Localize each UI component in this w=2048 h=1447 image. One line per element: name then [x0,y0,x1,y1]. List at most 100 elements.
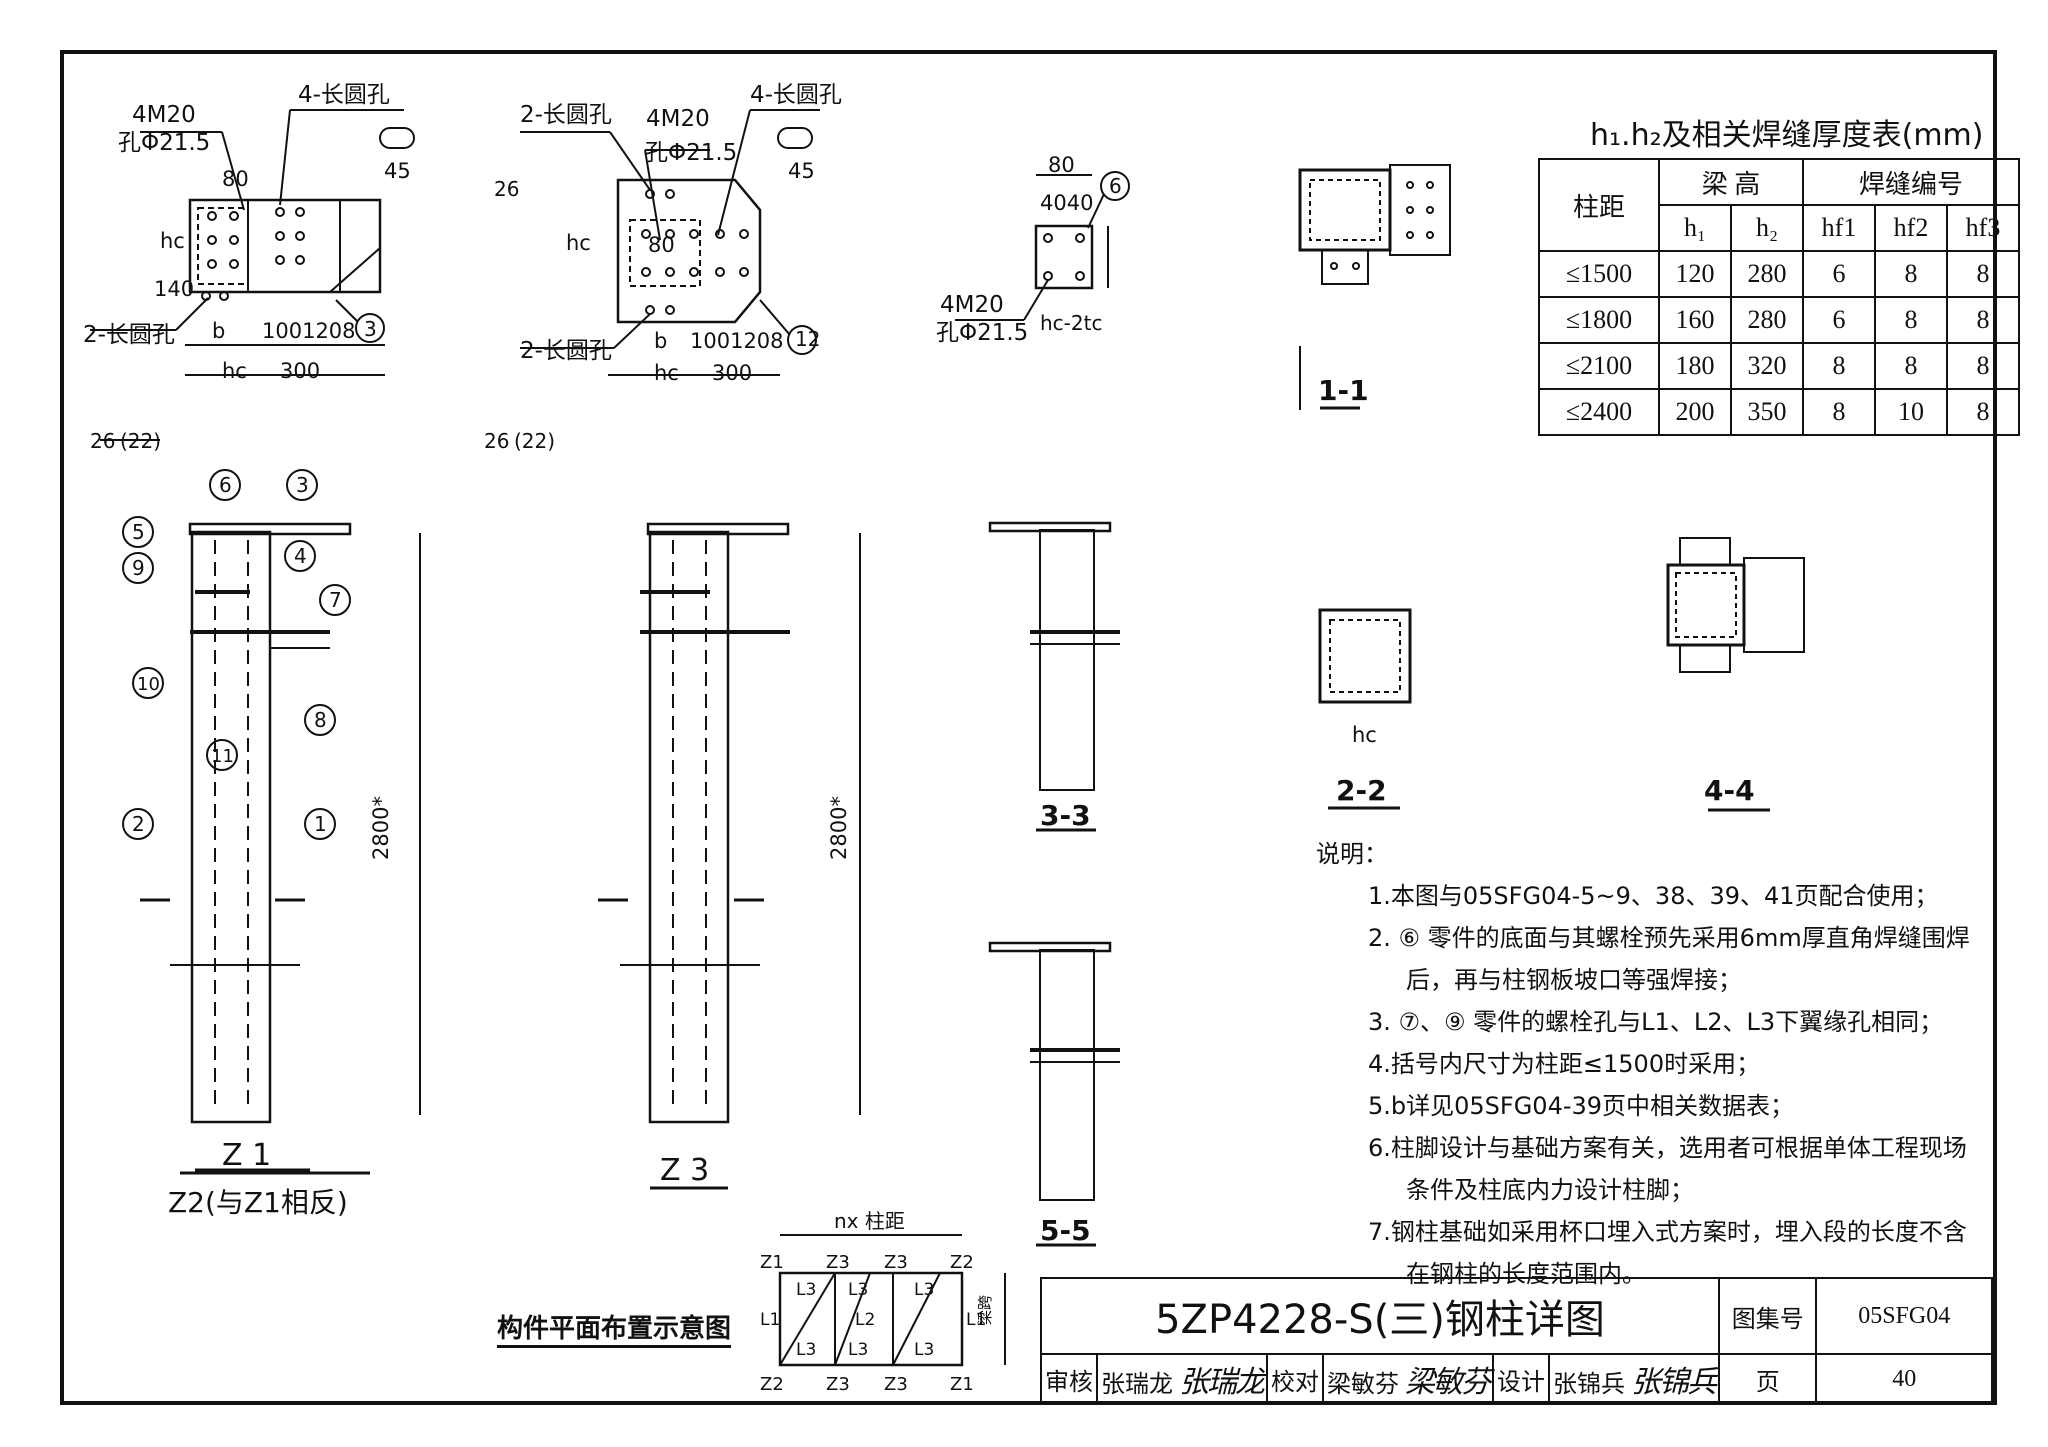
view-title-z3: Z 3 [660,1153,709,1188]
section-title-1-1: 1-1 [1318,374,1369,407]
table-row: ≤2100 180 320 8 8 8 [1538,342,2020,390]
cell-hf3: 8 [1946,342,2020,390]
dim-100-120-80-b: 1001208 [690,329,784,353]
plan-beam-l3-2: L3 [848,1280,868,1300]
reviewer-name: 张瑞龙 张瑞龙 [1096,1353,1268,1405]
plan-beam-l1-2: L1 [966,1310,986,1330]
plan-beam-l3-5: L3 [848,1340,868,1360]
section-1-1 [1298,164,1451,410]
dim-hc-22: hc [1352,723,1377,747]
plan-span-label: nx 柱距 [834,1209,905,1233]
cell-hf2: 8 [1874,342,1948,390]
weld-table-title: h₁.h₂及相关焊缝厚度表(mm) [1590,118,1984,153]
cell-span: ≤1500 [1538,250,1660,298]
dim-45-a: 45 [384,159,411,183]
atlas-number: 05SFG04 [1815,1277,1993,1355]
marker-3-a: 3 [364,317,377,341]
label-4m20-a: 4M20 [132,102,196,128]
note-line: 4.括号内尺寸为柱距≤1500时采用； [1368,1050,1761,1078]
plan-beam-l1-1: L1 [760,1310,780,1330]
checker-name-text: 梁敏芬 [1327,1372,1399,1398]
cell-h2: 280 [1730,296,1804,344]
section-2-2 [1318,608,1412,810]
cell-hf3: 8 [1946,388,2020,436]
plan-layout-label: 构件平面布置示意图 [497,1308,732,1348]
marker-z1-8: 8 [314,708,327,732]
label-slot2-a: 2-长圆孔 [83,322,175,348]
plan-depth-label: 梁跨 [976,1295,994,1325]
cell-hf2: 10 [1874,388,1948,436]
note-line: 5.b详见05SFG04-39页中相关数据表； [1368,1092,1795,1120]
plate-detail-b [520,109,820,376]
plan-beam-l3-3: L3 [914,1280,934,1300]
drawing-title: 5ZP4228-S(三)钢柱详图 [1040,1277,1720,1355]
table-row: ≤1500 120 280 6 8 8 [1538,250,2020,298]
column-z3 [598,522,861,1190]
weld-table: 柱距 梁 高 焊缝编号 h₁ h₂ hf1 hf2 hf3 ≤1500 120 … [1538,158,2020,436]
weld-table-header-weld: 焊缝编号 [1802,158,2020,206]
marker-z1-5: 5 [132,520,145,544]
plan-node-bottom-1: Z2 [760,1374,784,1395]
plan-beam-l2: L2 [855,1310,875,1330]
cell-hf1: 8 [1802,388,1876,436]
dim-45-b: 45 [788,159,815,183]
table-row: ≤2400 200 350 8 10 8 [1538,388,2020,436]
checker-name: 梁敏芬 梁敏芬 [1322,1353,1494,1405]
weld-table-sub-h2: h₂ [1730,204,1804,252]
dim-4040-6: 4040 [1040,191,1093,215]
dim-26-b: 26 [494,177,519,201]
checker-signature: 梁敏芬 [1405,1365,1491,1400]
view-title-z1: Z 1 [222,1138,271,1173]
section-title-2-2: 2-2 [1336,774,1387,807]
review-label: 审核 [1040,1353,1098,1405]
dim-300-a: 300 [280,359,320,383]
title-block: 5ZP4228-S(三)钢柱详图 图集号 05SFG04 审核 张瑞龙 张瑞龙 … [1040,1277,1993,1405]
dim-80-6: 80 [1048,153,1075,177]
cell-hf2: 8 [1874,250,1948,298]
plan-node-bottom-2: Z3 [826,1374,850,1395]
cell-hf2: 8 [1874,296,1948,344]
weld-table-sub-hf3: hf3 [1946,204,2020,252]
dim-2800-z3: 2800* [827,796,851,860]
plan-node-top-3: Z3 [884,1252,908,1273]
marker-z1-7: 7 [329,588,342,612]
marker-z1-9: 9 [132,556,145,580]
weld-table-sub-hf2: hf2 [1874,204,1948,252]
label-hole-6: 孔Φ21.5 [936,320,1028,346]
dim-26-b2: 26 [484,429,509,453]
cell-h1: 120 [1658,250,1732,298]
marker-z1-2: 2 [132,812,145,836]
designer-name: 张锦兵 张锦兵 [1548,1353,1720,1405]
cell-hf1: 6 [1802,250,1876,298]
marker-z1-10: 10 [137,674,160,695]
design-label: 设计 [1492,1353,1550,1405]
reviewer-signature: 张瑞龙 [1179,1365,1265,1400]
note-line: 3. ⑦、⑨ 零件的螺栓孔与L1、L2、L3下翼缘孔相同； [1368,1008,1944,1036]
weld-table-header-beam: 梁 高 [1658,158,1804,206]
marker-z1-11: 11 [211,746,234,767]
table-row: ≤1800 160 280 6 8 8 [1538,296,2020,344]
circle-markers [122,469,351,840]
dim-22-b: (22) [514,429,555,453]
section-4-4 [1666,537,1805,812]
plan-node-top-2: Z3 [826,1252,850,1273]
section-title-5-5: 5-5 [1040,1214,1091,1247]
plan-node-bottom-3: Z3 [884,1374,908,1395]
label-4m20-6: 4M20 [940,292,1004,318]
section-title-4-4: 4-4 [1704,774,1755,807]
column-z1 [140,522,421,1175]
marker-12-b: 12 [795,327,820,351]
dim-hc-b2: hc [654,361,679,385]
section-title-3-3: 3-3 [1040,799,1091,832]
note-line: 条件及柱底内力设计柱脚； [1406,1176,1694,1204]
dim-22-a: (22) [120,429,161,453]
dim-hc-a: hc [160,229,185,253]
marker-z1-4: 4 [294,544,307,568]
label-hole-a: 孔Φ21.5 [118,130,210,156]
dim-80-a: 80 [222,167,249,191]
view-title-z2: Z2(与Z1相反) [168,1186,348,1219]
dim-hc2tc-6: hc-2tc [1040,311,1102,335]
designer-signature: 张锦兵 [1631,1365,1717,1400]
page-label: 页 [1717,1353,1818,1405]
